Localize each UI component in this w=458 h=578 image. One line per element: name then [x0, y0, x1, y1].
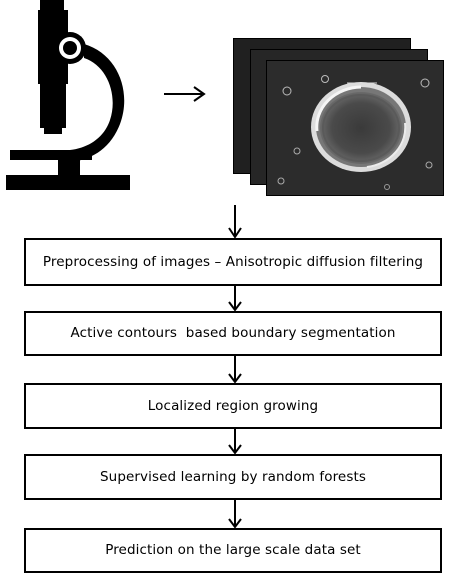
step-label: Supervised learning by random forests: [100, 468, 366, 485]
step-preprocessing-box: Preprocessing of images – Anisotropic di…: [24, 238, 442, 286]
step-label: Active contours based boundary segmentat…: [70, 325, 396, 341]
step-label: Localized region growing: [147, 397, 319, 414]
step-label: Preprocessing of images – Anisotropic di…: [42, 253, 424, 270]
arrow-down-icon: [228, 205, 242, 239]
step-active-contours-box: Active contours based boundary segmentat…: [24, 311, 442, 356]
micrograph-image-front: [266, 60, 444, 196]
step-region-growing-box: Localized region growing: [24, 383, 442, 429]
step-supervised-learning-box: Supervised learning by random forests: [24, 454, 442, 500]
arrow-down-icon: [228, 355, 242, 384]
step-label: Prediction on the large scale data set: [105, 542, 361, 558]
microscope-icon: [6, 0, 130, 190]
arrow-down-icon: [228, 428, 242, 455]
step-prediction-box: Prediction on the large scale data set: [24, 528, 442, 573]
arrow-down-icon: [228, 285, 242, 312]
arrow-down-icon: [228, 499, 242, 529]
arrow-right-icon: [164, 86, 206, 102]
